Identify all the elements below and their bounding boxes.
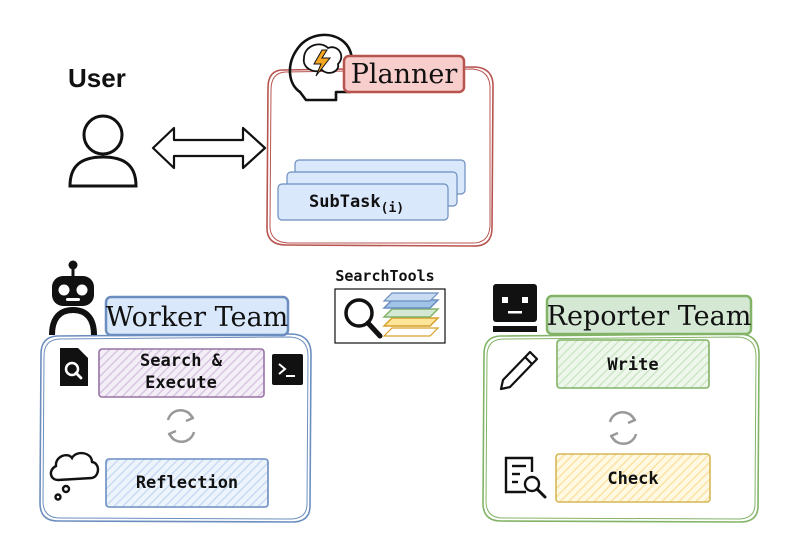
reporter-bot-icon	[493, 284, 537, 332]
reflection-step	[105, 458, 269, 508]
write-step	[556, 339, 710, 389]
check-label: Check	[607, 469, 658, 489]
planner-title: Planner	[351, 59, 458, 90]
terminal-icon	[272, 354, 303, 385]
reflection-label: Reflection	[136, 473, 238, 493]
pencil-icon	[499, 350, 539, 391]
search-tools-label: SearchTools	[335, 267, 434, 285]
planner-brain-icon	[288, 33, 358, 102]
search-execute-line2: Execute	[145, 373, 217, 393]
subtask-index: (i)	[381, 201, 404, 216]
document-review-icon	[504, 456, 547, 499]
subtask-text: SubTask	[309, 192, 381, 212]
robot-icon	[49, 260, 97, 336]
planner-title-badge	[342, 54, 466, 94]
subtask-stack	[277, 159, 466, 221]
reporter-title-badge	[545, 294, 753, 336]
search-execute-step	[98, 348, 265, 398]
worker-title-badge	[104, 295, 290, 337]
worker-team-box	[39, 333, 312, 523]
worker-cycle-icon	[166, 408, 196, 444]
reporter-title: Reporter Team	[547, 301, 752, 332]
user-label: User	[68, 63, 126, 93]
thought-cloud-icon	[49, 451, 100, 501]
planner-box	[266, 66, 494, 247]
search-tools-icon	[334, 288, 446, 344]
reporter-team-box	[482, 333, 760, 523]
bidirectional-arrow	[151, 126, 267, 170]
subtask-label: SubTask(i)	[309, 192, 404, 216]
worker-title: Worker Team	[106, 302, 289, 333]
search-execute-line1: Search &	[140, 351, 223, 371]
check-step	[555, 453, 711, 503]
search-document-icon	[60, 348, 88, 386]
user-icon	[68, 114, 138, 188]
write-label: Write	[607, 355, 658, 375]
reporter-cycle-icon	[608, 410, 638, 446]
